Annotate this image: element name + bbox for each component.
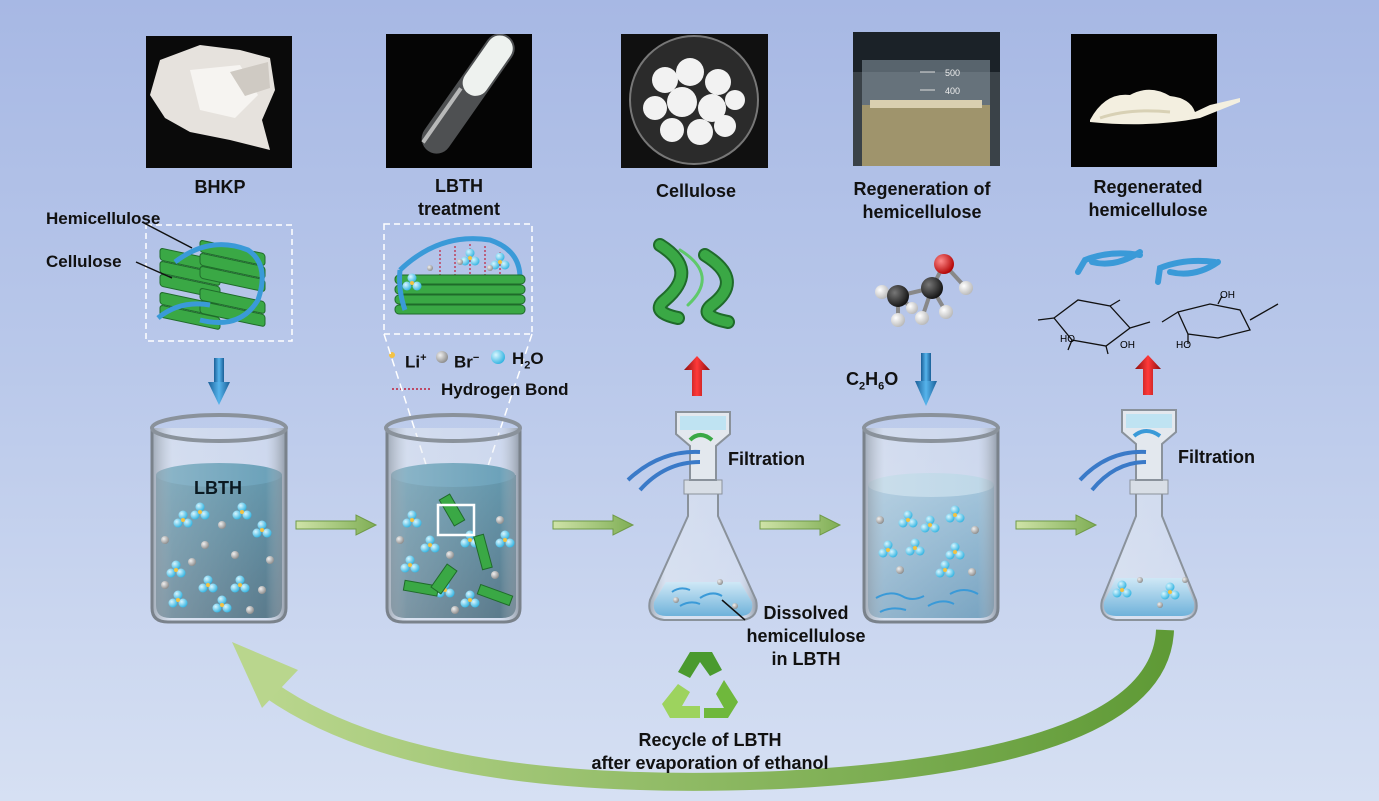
- cellulose-fibers-icon: [652, 238, 735, 329]
- bhkp-photo: [146, 36, 292, 168]
- formula-c-sub: 2: [859, 380, 866, 393]
- dissolved-line2: hemicellulose: [746, 626, 866, 646]
- formula-o: O: [884, 369, 899, 389]
- beaker-regeneration: [862, 413, 1000, 624]
- hydrogen-bond-label: Hydrogen Bond: [441, 380, 569, 399]
- regeneration-line2: hemicellulose: [862, 202, 982, 222]
- br-text: Br: [454, 352, 473, 372]
- h2o-sub: 2: [524, 359, 531, 372]
- formula-h-sub: 6: [878, 380, 885, 393]
- h2o-h: H: [512, 349, 525, 368]
- recycle-icon: [662, 652, 738, 718]
- test-tube-photo: [386, 33, 532, 168]
- treated-fiber-icon: [394, 236, 526, 315]
- recycle-label: Recycle of LBTH after evaporation of eth…: [560, 729, 860, 775]
- lbth-treatment-line2: treatment: [417, 199, 501, 219]
- up-arrow-2: [1135, 355, 1161, 395]
- cellulose-label: Cellulose: [655, 181, 737, 201]
- sugar-ho-label-2: HO: [1176, 340, 1191, 351]
- li-charge: +: [420, 352, 427, 364]
- beaker-lbth-label: LBTH: [194, 478, 242, 498]
- down-arrow-1: [208, 358, 230, 405]
- bhkp-label: BHKP: [194, 177, 246, 197]
- regeneration-label: Regeneration of hemicellulose: [836, 178, 1008, 224]
- cellulose-photo: [621, 34, 768, 168]
- filtration-label-2: Filtration: [1178, 447, 1255, 467]
- filtration-flask-1: [626, 411, 758, 621]
- hemicellulose-chains-icon: [1075, 249, 1221, 285]
- beaker-treatment: [384, 413, 522, 624]
- regenerated-line2: hemicellulose: [1088, 200, 1208, 220]
- sugar-ho-label-1: HO: [1060, 334, 1075, 345]
- svg-text:400: 400: [945, 86, 960, 96]
- br-legend-label: Br−: [454, 347, 479, 374]
- regeneration-beaker-photo: 500 400: [853, 32, 1000, 166]
- h2o-o: O: [530, 349, 544, 368]
- bhkp-structure-box: [145, 224, 293, 342]
- br-charge: −: [472, 352, 480, 364]
- dissolved-line3: in LBTH: [771, 649, 841, 669]
- regenerated-line1: Regenerated: [1093, 177, 1203, 197]
- sugar-oh-label-2: OH: [1220, 290, 1235, 301]
- lbth-treatment-label: LBTH treatment: [404, 175, 514, 221]
- filtration-label-1: Filtration: [728, 449, 805, 469]
- h2o-legend-label: H2O: [512, 347, 544, 377]
- dissolved-line1: Dissolved: [763, 603, 849, 623]
- br-ion-icon: [436, 351, 448, 363]
- cellulose-bundle-icon: [156, 240, 266, 330]
- regeneration-line1: Regeneration of: [853, 179, 991, 199]
- ethanol-molecule-icon: [875, 254, 973, 327]
- beaker-lbth: [150, 413, 288, 624]
- formula-c: C: [846, 369, 859, 389]
- li-text: Li: [405, 352, 421, 372]
- filtration-flask-2: [1078, 409, 1198, 621]
- hemicellulose-pointer: [141, 221, 193, 249]
- down-arrow-2: [915, 353, 937, 406]
- svg-text:500: 500: [945, 68, 960, 78]
- recycle-line1: Recycle of LBTH: [638, 730, 782, 750]
- lbth-treatment-line1: LBTH: [435, 176, 483, 196]
- dissolved-label: Dissolved hemicellulose in LBTH: [736, 602, 876, 671]
- cellulose-structure-label: Cellulose: [46, 252, 122, 271]
- recycle-arc-arrow: [232, 629, 1174, 791]
- hemicellulose-structure-label: Hemicellulose: [46, 209, 161, 228]
- xylan-structure-icon: [1037, 295, 1279, 355]
- li-legend-label: Li+: [405, 347, 427, 374]
- flow-arrow-4: [1015, 514, 1097, 536]
- flow-arrow-3: [759, 514, 841, 536]
- regenerated-label: Regenerated hemicellulose: [1068, 176, 1228, 222]
- regenerated-hemicellulose-photo: [1071, 34, 1240, 167]
- formula-h: H: [865, 369, 879, 389]
- flow-arrow-2: [552, 514, 634, 536]
- up-arrow-1: [684, 356, 710, 396]
- sugar-oh-label-1: OH: [1120, 340, 1135, 351]
- lbth-structure-box: [383, 223, 533, 335]
- ethanol-formula-label: C2H6O: [846, 368, 898, 399]
- flow-arrow-1: [295, 514, 377, 536]
- recycle-line2: after evaporation of ethanol: [591, 753, 829, 773]
- water-icon: [491, 350, 505, 364]
- cellulose-pointer: [135, 261, 173, 279]
